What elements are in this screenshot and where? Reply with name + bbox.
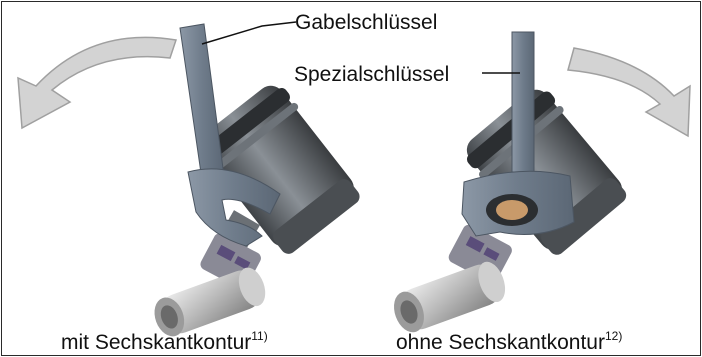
rotate-cw-arrow-icon: [568, 48, 690, 136]
caption-right: ohne Sechskantkontur12): [396, 330, 622, 353]
caption-left: mit Sechskantkontur11): [61, 330, 268, 353]
caption-left-text: mit Sechskantkontur: [61, 331, 251, 354]
label-fork-wrench: Gabelschlüssel: [295, 12, 437, 33]
caption-left-footnote: 11): [251, 329, 267, 343]
rotate-ccw-arrow-icon: [18, 37, 176, 128]
leader-line-fork: [202, 22, 296, 44]
caption-right-text: ohne Sechskantkontur: [396, 331, 605, 354]
caption-right-footnote: 12): [605, 329, 622, 343]
label-special-wrench: Spezialschlüssel: [294, 64, 449, 85]
